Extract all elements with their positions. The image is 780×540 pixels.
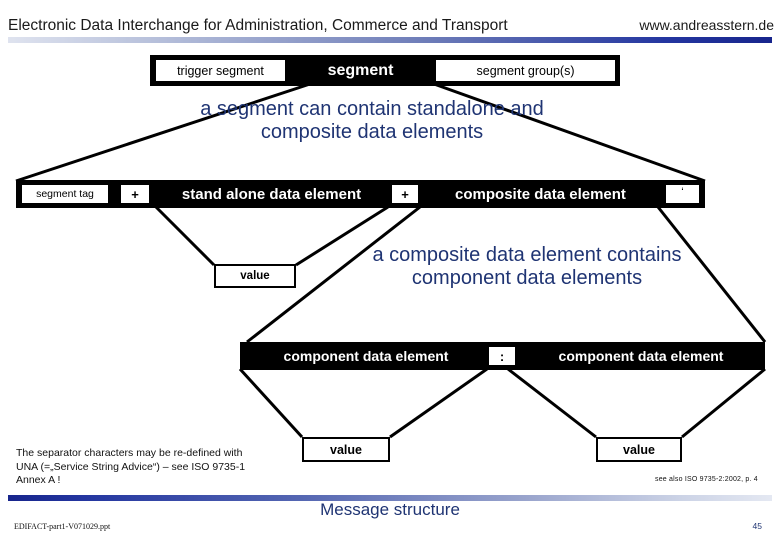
value-left-box[interactable]: value bbox=[302, 437, 390, 462]
note-composite-contains: a composite data element contains compon… bbox=[372, 244, 682, 290]
plus-separator-1-box[interactable]: + bbox=[119, 183, 151, 205]
value-right-box[interactable]: value bbox=[596, 437, 682, 462]
trigger-segment-label: trigger segment bbox=[177, 63, 264, 78]
header-divider-gradient bbox=[8, 37, 772, 43]
funnel-componentright-to-valueright-right bbox=[681, 367, 766, 439]
composite-data-element-label: composite data element bbox=[455, 185, 626, 203]
funnel-componentright-to-valueright bbox=[507, 367, 597, 439]
funnel-componentleft-to-valueleft-right bbox=[389, 367, 488, 439]
note-segment-contains: a segment can contain standalone and com… bbox=[170, 98, 574, 144]
value-left-label: value bbox=[330, 442, 362, 457]
page-number: 45 bbox=[752, 521, 762, 531]
trigger-segment-box[interactable]: trigger segment bbox=[154, 58, 287, 83]
slide-title: Message structure bbox=[320, 500, 460, 519]
funnel-componentleft-to-valueleft bbox=[238, 367, 304, 439]
component-data-element-right-box[interactable]: component data element bbox=[520, 345, 762, 367]
component-data-element-left-box[interactable]: component data element bbox=[245, 345, 487, 367]
value-standalone-box[interactable]: value bbox=[214, 264, 296, 288]
colon-separator-box[interactable]: : bbox=[487, 345, 517, 367]
segment-tag-box[interactable]: segment tag bbox=[20, 183, 110, 205]
funnel-standalone-to-value-right bbox=[295, 205, 389, 267]
segment-label: segment bbox=[327, 61, 394, 79]
funnel-composite-to-row3-right bbox=[656, 206, 767, 343]
component-data-element-right-label: component data element bbox=[558, 348, 724, 364]
component-data-element-left-label: component data element bbox=[283, 348, 449, 364]
iso-reference-note: see also ISO 9735-2:2002, p. 4 bbox=[655, 476, 758, 483]
plus-separator-2-label: + bbox=[401, 186, 409, 202]
note-segment-contains-text: a segment can contain standalone and com… bbox=[200, 98, 544, 143]
funnel-standalone-to-value bbox=[154, 205, 216, 267]
segment-terminator-label: ‘ bbox=[681, 186, 684, 198]
funnel-composite-to-row3 bbox=[246, 205, 421, 344]
funnel-segment-to-row2-right bbox=[433, 82, 706, 183]
note-composite-contains-text: a composite data element contains compon… bbox=[372, 244, 682, 289]
plus-separator-1-label: + bbox=[131, 186, 139, 202]
composite-data-element-box[interactable]: composite data element bbox=[424, 183, 657, 205]
value-right-label: value bbox=[623, 442, 655, 457]
segment-groups-box[interactable]: segment group(s) bbox=[434, 58, 617, 83]
stand-alone-data-element-label: stand alone data element bbox=[181, 185, 362, 203]
source-file-name: EDIFACT-part1-V071029.ppt bbox=[14, 522, 111, 531]
footer-divider-gradient bbox=[8, 495, 772, 501]
stand-alone-data-element-box[interactable]: stand alone data element bbox=[155, 183, 388, 205]
page-title: Electronic Data Interchange for Administ… bbox=[8, 17, 508, 34]
segment-terminator-box[interactable]: ‘ bbox=[664, 183, 701, 205]
segment-tag-label: segment tag bbox=[36, 188, 94, 200]
segment-box[interactable]: segment bbox=[290, 58, 431, 83]
segment-groups-label: segment group(s) bbox=[476, 63, 575, 78]
colon-separator-label: : bbox=[499, 348, 505, 364]
separator-note: The separator characters may be re-defin… bbox=[16, 447, 246, 486]
plus-separator-2-box[interactable]: + bbox=[390, 183, 420, 205]
value-standalone-label: value bbox=[240, 270, 270, 282]
website-url: www.andreasstern.de bbox=[639, 17, 774, 33]
funnel-segment-to-row2 bbox=[15, 82, 311, 183]
